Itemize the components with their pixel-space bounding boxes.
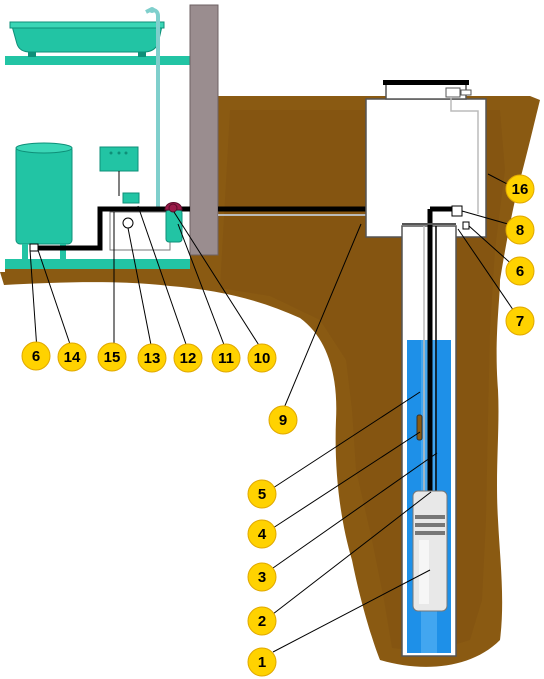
callout-14: 14	[57, 342, 87, 372]
faucet-handle	[149, 7, 155, 13]
callout-15: 15	[97, 342, 127, 372]
pressure-gauge	[122, 217, 134, 229]
callout-9: 9	[268, 405, 298, 435]
callout-label-16: 16	[512, 181, 529, 198]
callout-label-4: 4	[258, 526, 267, 543]
bathtub	[9, 21, 165, 57]
caisson-fitting	[451, 205, 463, 217]
callout-6-house: 6	[21, 341, 51, 371]
house-pipe	[36, 206, 190, 251]
hydroaccumulator-tank	[15, 142, 73, 260]
callout-label-5: 5	[258, 486, 266, 503]
filter	[165, 209, 183, 243]
house-floor-slab	[5, 269, 190, 279]
callout-label-2: 2	[258, 613, 266, 630]
callout-7: 7	[505, 306, 535, 336]
callout-label-8: 8	[516, 222, 524, 239]
callout-6-caisson: 6	[505, 256, 535, 286]
callout-5: 5	[247, 479, 277, 509]
pressure-switch	[122, 192, 140, 204]
callout-label-7: 7	[516, 313, 524, 330]
float-sensor	[416, 414, 423, 441]
callout-13: 13	[137, 343, 167, 373]
callout-16: 16	[505, 174, 535, 204]
check-valve-body	[168, 203, 178, 213]
equipment-cabinet	[109, 211, 171, 251]
callout-label-9: 9	[279, 412, 287, 429]
callout-label-6-house: 6	[32, 348, 40, 365]
callout-11: 11	[211, 343, 241, 373]
callout-4: 4	[247, 519, 277, 549]
callout-label-14: 14	[64, 349, 81, 366]
callout-label-3: 3	[258, 569, 266, 586]
callout-8: 8	[505, 215, 535, 245]
callout-10: 10	[247, 343, 277, 373]
callout-12: 12	[173, 343, 203, 373]
leader-lines	[29, 173, 519, 653]
callout-label-1: 1	[258, 654, 266, 671]
callout-label-13: 13	[144, 350, 161, 367]
callout-label-15: 15	[104, 349, 121, 366]
callout-3: 3	[247, 562, 277, 592]
callout-label-11: 11	[218, 350, 234, 367]
callout-label-10: 10	[254, 350, 271, 367]
building-wall	[189, 4, 219, 256]
callout-label-12: 12	[180, 350, 197, 367]
callout-1: 1	[247, 647, 277, 677]
callout-2: 2	[247, 606, 277, 636]
floor-upper	[5, 56, 190, 65]
caisson-drain-valve	[462, 221, 470, 230]
floor-lower	[5, 259, 190, 269]
drain-valve-house	[29, 243, 39, 252]
submersible-pump	[412, 490, 448, 612]
caisson	[365, 80, 487, 238]
callout-label-6-caisson: 6	[516, 263, 524, 280]
control-panel	[99, 146, 139, 196]
